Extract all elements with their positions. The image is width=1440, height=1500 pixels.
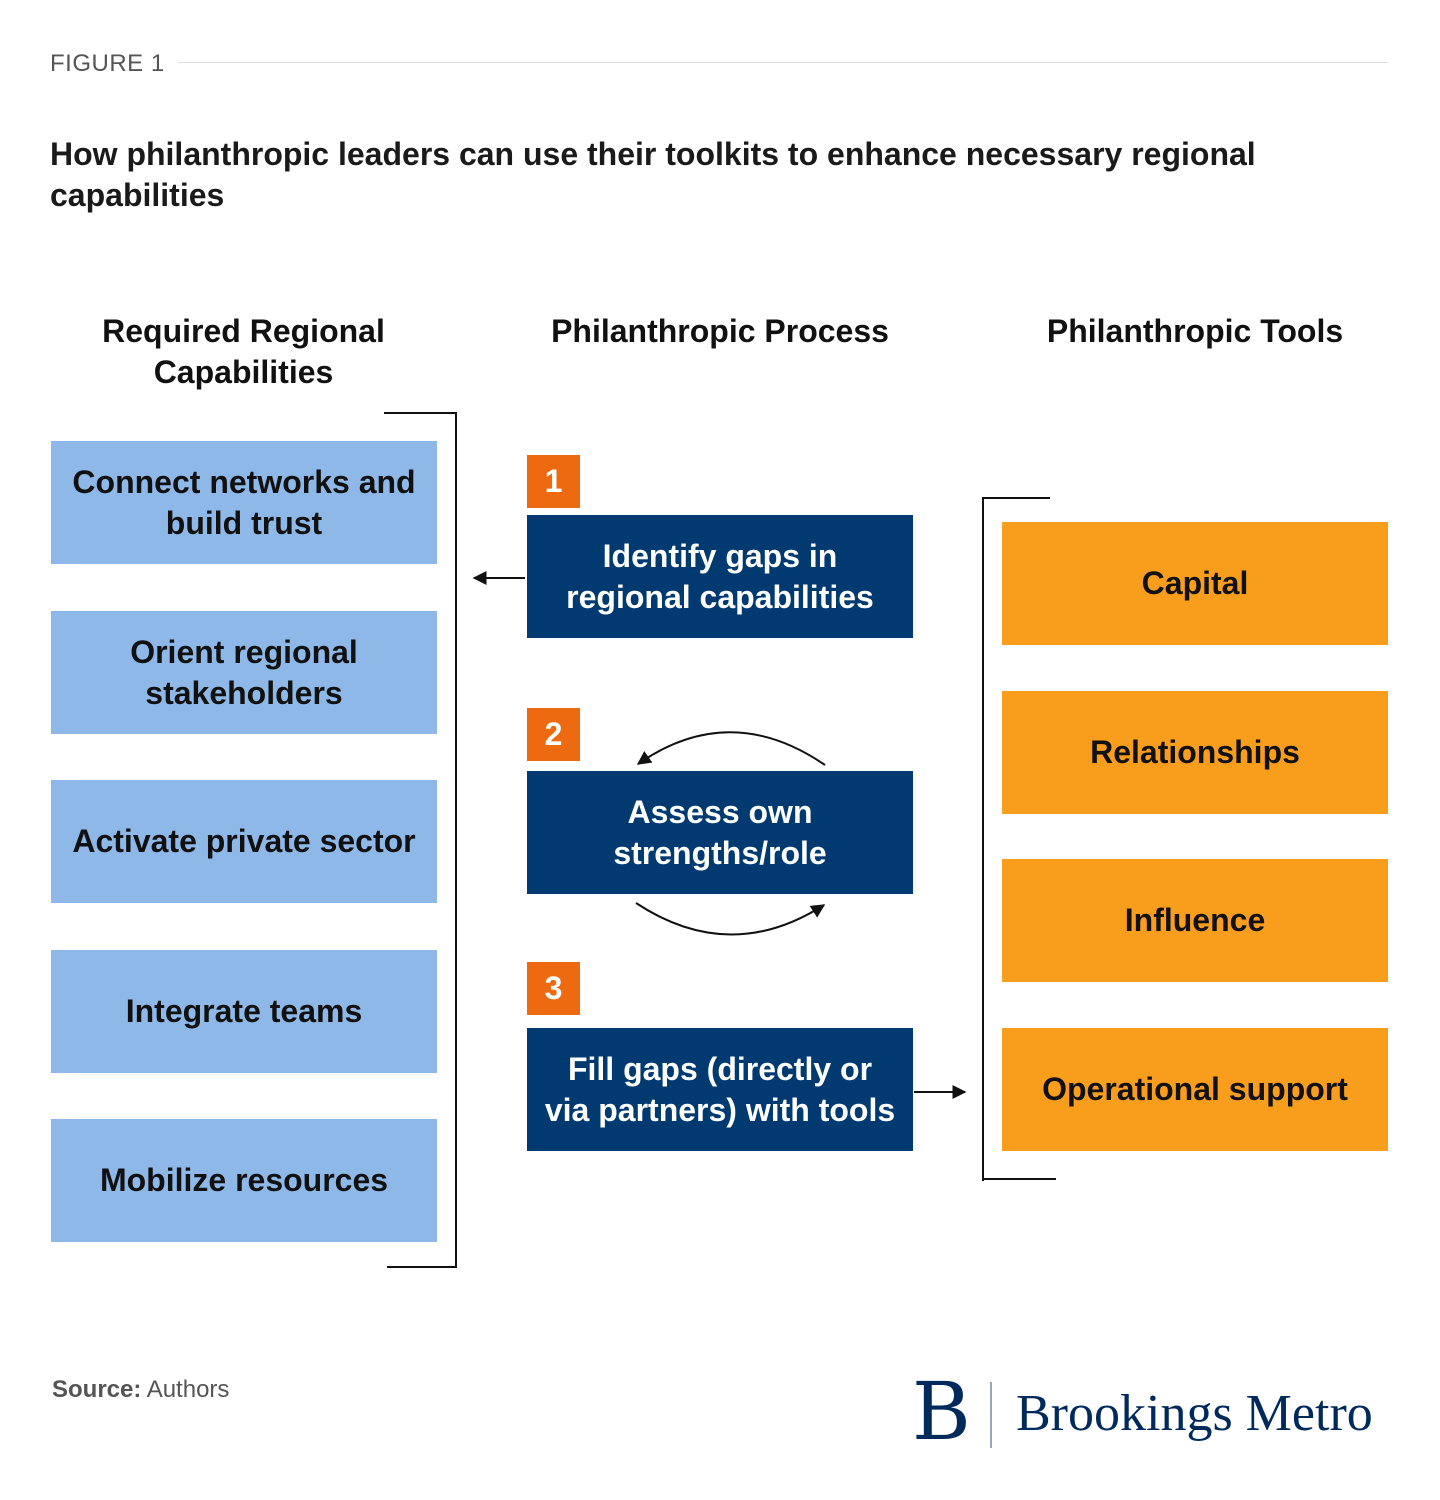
tool-box-capital: Capital <box>1002 522 1388 645</box>
capability-box-mobilize: Mobilize resources <box>51 1119 437 1242</box>
source-text: Authors <box>146 1376 230 1403</box>
figure-rule <box>178 62 1388 63</box>
tools-heading: Philanthropic Tools <box>1046 313 1344 349</box>
tools-bracket-side <box>982 497 984 1181</box>
step-badge-3: 3 <box>527 962 580 1015</box>
tool-box-operational: Operational support <box>1002 1028 1388 1151</box>
capability-box-integrate: Integrate teams <box>51 950 437 1073</box>
capabilities-bracket-bottom <box>387 1266 457 1268</box>
step-badge-2: 2 <box>527 708 580 761</box>
logo-divider <box>990 1382 992 1448</box>
brookings-logo-text: Brookings Metro <box>1016 1385 1373 1442</box>
process-box-fill: Fill gaps (directly or via partners) wit… <box>527 1028 913 1151</box>
tool-box-influence: Influence <box>1002 859 1388 982</box>
capability-box-orient: Orient regional stakeholders <box>51 611 437 734</box>
figure-title: How philanthropic leaders can use their … <box>50 136 1256 213</box>
capabilities-heading: Required Regional Capabilities <box>102 313 385 390</box>
process-box-assess: Assess own strengths/role <box>527 771 913 894</box>
source-note: Source: Authors <box>52 1376 229 1404</box>
capability-box-activate: Activate private sector <box>51 780 437 903</box>
source-label: Source: <box>52 1376 142 1403</box>
capabilities-bracket-side <box>455 412 457 1268</box>
cycle-arrow-bottom <box>635 902 826 936</box>
tool-box-relationships: Relationships <box>1002 691 1388 814</box>
process-heading: Philanthropic Process <box>551 313 889 349</box>
tools-bracket-top <box>982 497 1050 499</box>
step-badge-1: 1 <box>527 455 580 508</box>
cycle-arrow-top <box>636 731 826 766</box>
process-box-identify: Identify gaps in regional capabilities <box>527 515 913 638</box>
capability-box-connect: Connect networks and build trust <box>51 441 437 564</box>
brookings-logo-mark: B <box>912 1365 971 1458</box>
capabilities-bracket-top <box>384 412 457 414</box>
tools-bracket-bottom <box>982 1178 1056 1180</box>
figure-label: FIGURE 1 <box>50 50 165 77</box>
